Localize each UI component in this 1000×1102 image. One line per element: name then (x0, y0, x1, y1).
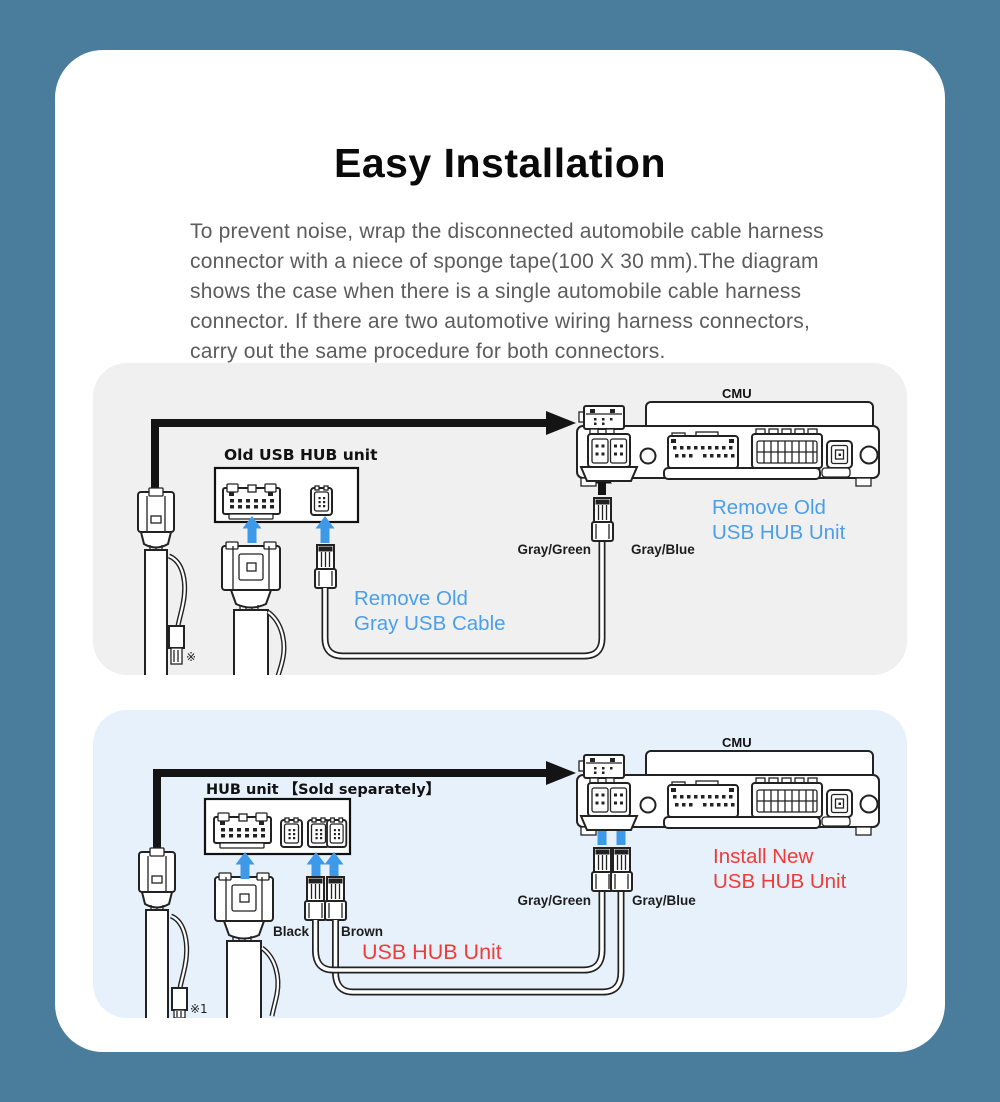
usb-plug-icon (591, 847, 614, 892)
remove-unit-note-line1: Remove Old (712, 496, 826, 519)
car-harness-connector-icon (221, 541, 281, 675)
cmu-label: CMU (722, 735, 752, 750)
hub-small-connector-icon (326, 817, 348, 848)
remove-cable-note-line2: Gray USB Cable (354, 612, 506, 635)
note-mark: ※1 (190, 1002, 208, 1016)
description-line: connector. If there are two automotive w… (190, 310, 810, 333)
description-line: shows the case when there is a single au… (190, 280, 802, 303)
hub-box-label: HUB unit 【Sold separately】 (206, 781, 440, 798)
gray-blue-label: Gray/Blue (632, 893, 696, 908)
usb-hub-cable-label: USB HUB Unit (362, 940, 502, 964)
harness-route-arrowhead-icon (546, 411, 576, 435)
hub-box-label: Old USB HUB unit (224, 446, 378, 464)
brown-wire-label: Brown (341, 924, 383, 939)
gray-green-label: Gray/Green (517, 893, 591, 908)
cmu-unit-icon (576, 401, 880, 487)
pigtail-wire (260, 945, 281, 1017)
description-paragraph: To prevent noise, wrap the disconnected … (190, 217, 980, 367)
usb-plug-icon (324, 876, 347, 921)
note-mark: ※ (186, 650, 196, 664)
black-up-arrow-icon (592, 470, 612, 495)
hub-small-connector-icon (280, 817, 303, 848)
cmu-unit-icon (576, 750, 880, 836)
usb-plug-icon (591, 497, 614, 542)
car-harness-connector-icon (138, 847, 176, 1018)
description-line: connector with a niece of sponge tape(10… (190, 250, 819, 273)
pigtail-plug-icon (171, 987, 188, 1011)
install-unit-note-line2: USB HUB Unit (713, 870, 847, 893)
remove-unit-note-line2: USB HUB Unit (712, 521, 846, 544)
car-harness-connector-icon (214, 872, 274, 1018)
harness-route-arrowhead-icon (546, 761, 576, 785)
up-arrow-icon (306, 852, 326, 879)
gray-blue-label: Gray/Blue (631, 542, 695, 557)
gray-green-label: Gray/Green (517, 542, 591, 557)
install-unit-note-line1: Install New (713, 845, 813, 868)
pigtail-wire (167, 553, 188, 627)
install-new-diagram: ※1 HUB unit 【Sold separately】 CMU (138, 735, 880, 1018)
description-line: To prevent noise, wrap the disconnected … (190, 220, 824, 243)
hub-small-connector-icon (310, 485, 333, 516)
usb-plug-icon (304, 876, 327, 921)
black-wire-label: Black (273, 924, 310, 939)
hub-12pin-connector-icon (222, 483, 281, 520)
diagram-panel-remove-old: ※ Old USB HUB unit CMU Gray/Green Gray/B… (93, 363, 907, 675)
hub-small-connector-icon (307, 817, 330, 848)
remove-cable-note-line1: Remove Old (354, 587, 468, 610)
up-arrow-icon (235, 852, 255, 879)
usb-plug-icon (314, 544, 337, 589)
pigtail-wire (169, 913, 190, 989)
hub-12pin-connector-icon (213, 812, 272, 849)
diagram-panel-install-new: ※1 HUB unit 【Sold separately】 CMU (93, 710, 907, 1018)
pigtail-plug-icon (168, 625, 185, 649)
remove-old-diagram: ※ Old USB HUB unit CMU Gray/Green Gray/B… (137, 386, 880, 675)
description-line: carry out the same procedure for both co… (190, 340, 666, 363)
harness-route-line (151, 419, 547, 492)
usb-plug-icon (610, 847, 633, 892)
up-arrow-icon (324, 852, 344, 879)
harness-route-line (153, 769, 547, 850)
cmu-label: CMU (722, 386, 752, 401)
page-title: Easy Installation (333, 140, 667, 186)
